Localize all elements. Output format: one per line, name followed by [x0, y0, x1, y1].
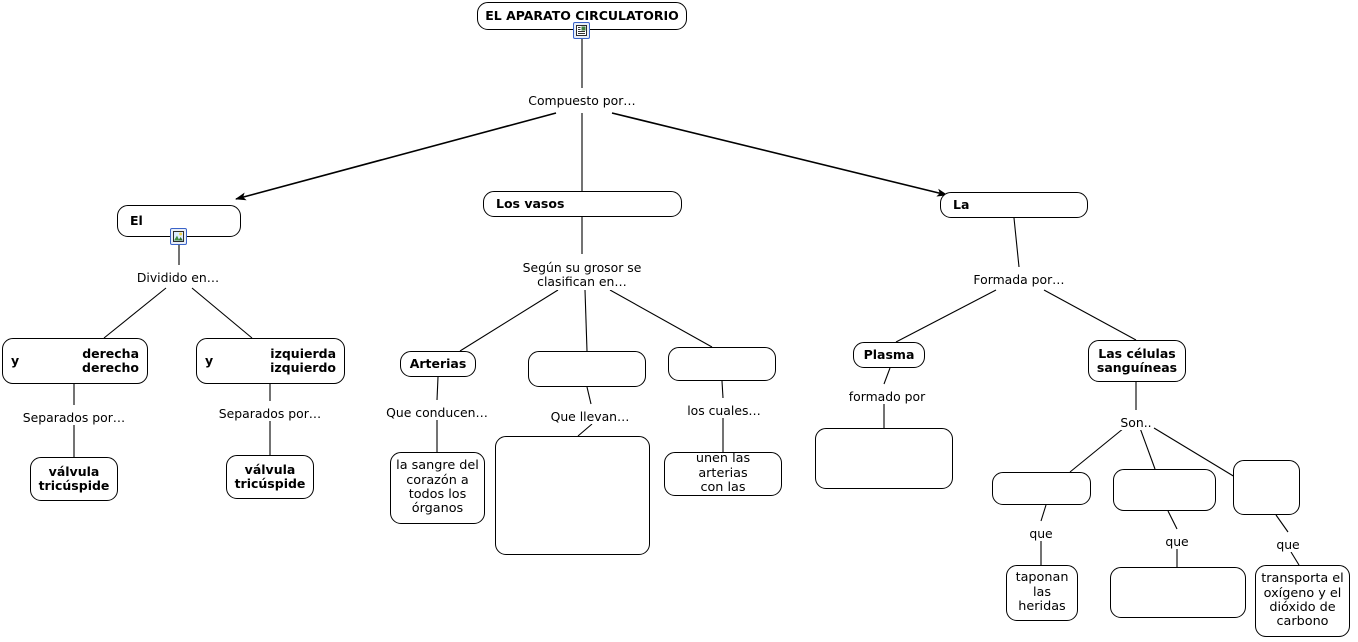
node-izquierda[interactable]: y izquierda izquierdo — [196, 338, 345, 384]
edge-son-to-cel-empty-2 — [1139, 427, 1156, 470]
node-unen-arterias-label: unen las arterias con las — [695, 451, 751, 496]
link-label-que-3[interactable]: que — [1274, 537, 1302, 553]
node-derecha[interactable]: y derecha derecho — [2, 338, 148, 384]
node-el-label: El — [130, 212, 143, 228]
edge-dividido-en-to-izquierda — [191, 287, 253, 339]
edge-cel-empty-3-to-que-3 — [1275, 514, 1289, 533]
edge-la-to-formada-por — [1013, 217, 1020, 268]
link-label-que-conducen[interactable]: Que conducen… — [384, 405, 490, 421]
edge-compuesto-por-to-la — [611, 112, 948, 197]
node-valvula-2[interactable]: válvula tricúspide — [226, 455, 314, 499]
node-cel-empty-1[interactable] — [992, 472, 1091, 505]
link-label-compuesto-por[interactable]: Compuesto por… — [526, 93, 638, 109]
link-label-formado-por[interactable]: formado por — [846, 389, 928, 405]
node-los-vasos[interactable]: Los vasos — [483, 191, 682, 217]
link-label-que-2[interactable]: que — [1163, 534, 1191, 550]
node-taponan[interactable]: taponan las heridas — [1006, 565, 1078, 621]
node-izquierda-tail: izquierda izquierdo — [270, 345, 336, 375]
edge-compuesto-por-to-el — [235, 112, 557, 201]
node-cel-empty-3[interactable] — [1233, 460, 1300, 515]
edge-arterias-to-que-conducen — [436, 376, 439, 401]
edge-segun-grosor-to-vasos-empty-2 — [609, 289, 713, 348]
node-los-vasos-label: Los vasos — [496, 195, 565, 211]
node-el[interactable]: El — [117, 205, 241, 237]
node-taponan-label: taponan las heridas — [1015, 570, 1069, 615]
edge-plasma-to-formado-por — [883, 367, 891, 385]
node-valvula-2-label: válvula tricúspide — [234, 461, 306, 491]
link-label-los-cuales[interactable]: los cuales… — [685, 403, 763, 419]
link-label-que-1[interactable]: que — [1027, 526, 1055, 542]
edge-segun-grosor-to-vasos-empty-1 — [584, 289, 588, 352]
node-sangre-organos[interactable]: la sangre del corazón a todos los órgano… — [390, 452, 485, 524]
edge-vasos-empty-2-to-los-cuales — [721, 380, 724, 399]
edge-que-3-to-transporta — [1290, 551, 1300, 566]
node-celulas-label: Las células sanguíneas — [1096, 345, 1178, 375]
link-label-separados-1[interactable]: Separados por… — [20, 410, 128, 426]
link-label-que-llevan[interactable]: Que llevan… — [548, 409, 632, 425]
node-cel-bottom-empty[interactable] — [1110, 567, 1246, 618]
edge-cel-empty-2-to-que-2 — [1167, 510, 1178, 530]
node-root-label: EL APARATO CIRCULATORIO — [485, 7, 679, 23]
node-izquierda-lead: y — [205, 352, 214, 368]
node-arterias-label: Arterias — [409, 355, 467, 371]
node-vasos-empty-1[interactable] — [528, 351, 646, 387]
node-transporta[interactable]: transporta el oxígeno y el dióxido de ca… — [1255, 565, 1350, 637]
edge-dividido-en-to-derecha — [103, 287, 167, 339]
edge-segun-grosor-to-arterias — [459, 289, 559, 352]
node-cel-empty-2[interactable] — [1113, 469, 1216, 511]
node-unen-arterias[interactable]: unen las arterias con las — [664, 452, 782, 496]
link-label-formada-por[interactable]: Formada por… — [971, 272, 1067, 288]
edge-vasos-empty-1-to-que-llevan — [586, 386, 592, 405]
edge-que-llevan-to-llevan-empty — [577, 423, 593, 437]
node-plasma-empty[interactable] — [815, 428, 953, 489]
node-derecha-lead: y — [11, 352, 20, 368]
node-derecha-tail: derecha derecho — [82, 345, 139, 375]
node-valvula-1[interactable]: válvula tricúspide — [30, 457, 118, 501]
node-transporta-label: transporta el oxígeno y el dióxido de ca… — [1261, 571, 1344, 630]
link-label-separados-2[interactable]: Separados por… — [216, 406, 324, 422]
edge-cel-empty-1-to-que-1 — [1040, 504, 1047, 522]
picture-icon[interactable] — [170, 228, 187, 245]
node-arterias[interactable]: Arterias — [400, 351, 476, 377]
node-la[interactable]: La — [940, 192, 1088, 218]
node-plasma[interactable]: Plasma — [853, 342, 925, 368]
node-vasos-empty-2[interactable] — [668, 347, 776, 381]
node-llevan-empty[interactable] — [495, 436, 650, 555]
edge-formada-por-to-celulas — [1043, 289, 1137, 341]
edge-formada-por-to-plasma — [895, 289, 997, 343]
link-label-dividido-en[interactable]: Dividido en… — [134, 270, 222, 286]
link-label-son[interactable]: Son.. — [1118, 415, 1154, 431]
link-label-segun-grosor[interactable]: Según su grosor se clasifican en… — [520, 260, 644, 290]
note-icon[interactable] — [573, 22, 590, 39]
node-sangre-organos-label: la sangre del corazón a todos los órgano… — [396, 458, 479, 517]
node-la-label: La — [953, 196, 970, 212]
node-celulas[interactable]: Las células sanguíneas — [1088, 340, 1186, 382]
node-valvula-1-label: válvula tricúspide — [38, 463, 110, 493]
node-plasma-label: Plasma — [863, 346, 915, 362]
edge-son-to-cel-empty-1 — [1069, 427, 1125, 473]
